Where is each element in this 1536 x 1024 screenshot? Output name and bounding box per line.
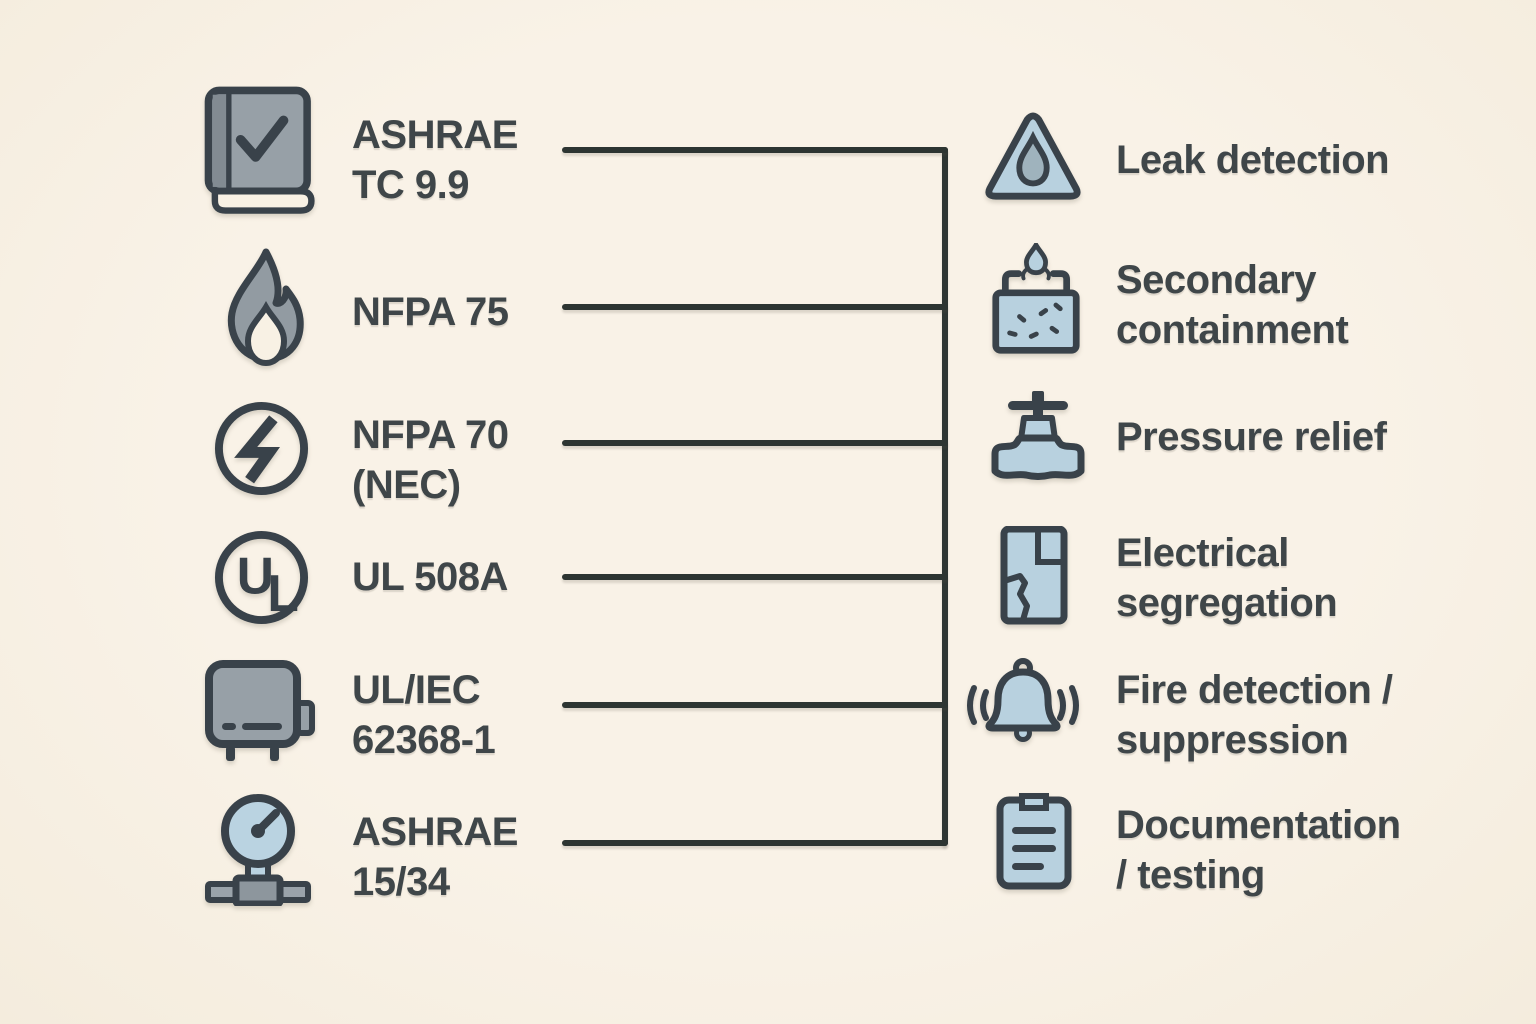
segregation-panel-icon <box>1000 526 1068 625</box>
ul-mark-icon: U L <box>212 528 311 627</box>
connector-line-1 <box>562 147 948 153</box>
connector-line-6 <box>562 840 948 846</box>
left-label-uliec62368: UL/IEC 62368-1 <box>352 668 496 762</box>
book-check-icon <box>202 84 320 217</box>
right-label-leak-detection: Leak detection <box>1116 138 1390 182</box>
right-label-documentation-testing: Documentation / testing <box>1116 803 1401 897</box>
equipment-unit-icon <box>204 659 318 763</box>
connector-spine <box>942 147 948 846</box>
relief-valve-icon <box>988 388 1088 488</box>
clipboard-icon <box>996 791 1072 890</box>
lightning-circle-icon <box>212 399 311 498</box>
right-label-secondary-containment: Secondary containment <box>1116 258 1349 352</box>
left-label-ul508a: UL 508A <box>352 555 508 599</box>
connector-line-3 <box>562 440 948 446</box>
connector-line-5 <box>562 702 948 708</box>
left-label-nfpa70: NFPA 70 (NEC) <box>352 413 509 507</box>
leak-warning-triangle-icon <box>984 112 1082 204</box>
connector-line-2 <box>562 304 948 310</box>
pressure-gauge-icon <box>196 794 316 906</box>
connector-line-4 <box>562 574 948 580</box>
svg-text:L: L <box>267 564 298 622</box>
flame-icon <box>212 247 318 367</box>
right-label-pressure-relief: Pressure relief <box>1116 415 1387 459</box>
left-label-ashrae-tc99: ASHRAE TC 9.9 <box>352 113 518 207</box>
left-label-ashrae1534: ASHRAE 15/34 <box>352 810 518 904</box>
containment-tray-icon <box>988 243 1084 357</box>
right-label-electrical-segregation: Electrical segregation <box>1116 531 1338 625</box>
svg-text:U: U <box>237 546 274 604</box>
right-label-fire-detection-suppression: Fire detection / suppression <box>1116 668 1393 762</box>
left-label-nfpa75: NFPA 75 <box>352 290 509 334</box>
alarm-bell-icon <box>962 656 1084 752</box>
